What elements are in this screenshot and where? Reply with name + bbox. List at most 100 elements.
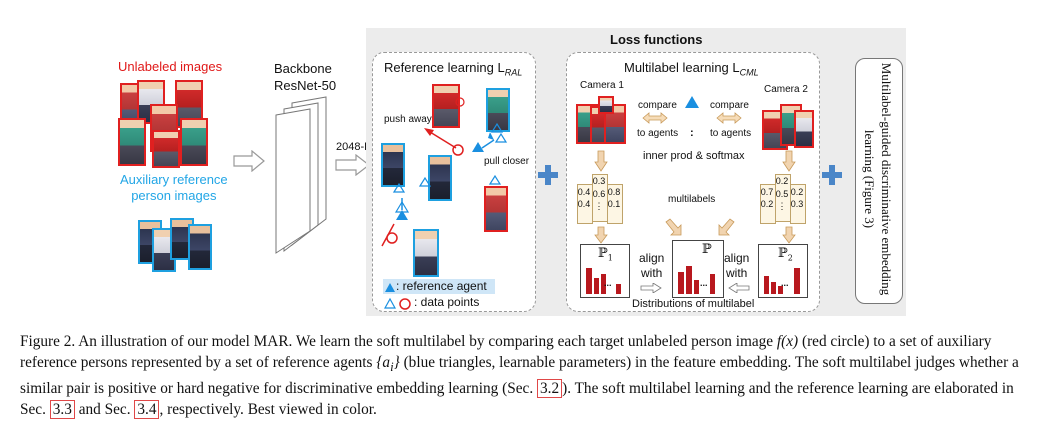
align-label: align: [639, 251, 665, 265]
pull-closer-label: pull closer: [484, 156, 530, 167]
align-arrow-right-icon: [640, 283, 662, 293]
embedded-person-image: [484, 186, 508, 232]
caption-part4: ). The soft multilabel learning and the …: [20, 380, 1014, 419]
multilabel-card: [607, 184, 623, 224]
diagonal-arrow-icon: [665, 218, 682, 236]
caption-part6: , respectively. Best viewed in color.: [159, 401, 377, 419]
p1-symbol: ℙ: [598, 246, 608, 261]
backbone-network-icon: [275, 96, 327, 254]
plus-icon-v: [829, 165, 835, 185]
data-point-icon: [452, 144, 464, 156]
multilabel-learning-text: Multilabel learning L: [624, 60, 740, 75]
camera1-label: Camera 1: [580, 80, 624, 91]
multilabel-learning-subscript: CML: [739, 67, 759, 78]
multilabel-value: 0.2: [790, 187, 804, 197]
auxiliary-label-line2: person images: [131, 188, 217, 203]
backbone-model: ResNet-50: [274, 78, 337, 93]
unlabeled-person-image: [180, 118, 208, 166]
feature-dim-label: 2048-D: [336, 141, 373, 153]
p2-symbol: ℙ: [778, 246, 788, 261]
section-link-3-3[interactable]: 3.3: [49, 400, 75, 420]
loss-functions-title: Loss functions: [610, 32, 703, 47]
distributions-label: Distributions of multilabel: [632, 298, 755, 310]
figure-caption: Figure 2. An illustration of our model M…: [20, 331, 1030, 420]
push-away-label: push away: [384, 114, 432, 125]
legend-agent-icon: [385, 283, 395, 292]
to-agents-label-right: to agents: [710, 128, 752, 139]
multilabel-value: 0.7: [760, 187, 774, 197]
pull-arrow-line: [481, 139, 495, 149]
distribution-p2-bars: [764, 268, 800, 294]
multilabel-value: 0.3: [592, 176, 606, 186]
inner-prod-label: inner prod & softmax: [643, 150, 745, 162]
unlabeled-person-image: [118, 118, 146, 166]
embedded-person-image: [428, 155, 452, 201]
multilabel-learning-title: Multilabel learning LCML: [624, 60, 759, 78]
caption-part5: and Sec.: [74, 401, 135, 419]
push-arrow-head-icon: [424, 128, 434, 136]
distribution-p1-bars: [586, 268, 621, 294]
pull-arrow-head-icon: [488, 132, 494, 140]
plus-icon-v: [545, 165, 551, 185]
down-arrow-icon: [782, 150, 796, 172]
data-point-icon: [455, 97, 465, 107]
multilabels-label: multilabels: [668, 194, 716, 205]
multilabel-value: ⋮: [777, 201, 787, 211]
discriminative-embedding-label: Multilabel-guided discriminative embeddi…: [862, 62, 894, 296]
reference-learning-subscript: RAL: [504, 67, 523, 78]
backbone-title: Backbone: [274, 61, 332, 76]
with-label: with: [641, 266, 663, 280]
caption-ai: {ai}: [376, 354, 399, 375]
reference-agent-icon: [396, 210, 408, 220]
push-arrow-line: [429, 131, 457, 149]
caption-fx: f(x): [776, 333, 799, 350]
multilabel-card: [790, 184, 806, 224]
input-arrow-icon: [233, 150, 265, 172]
bars-ellipsis: ...: [604, 278, 612, 288]
compare-label-right: compare: [710, 100, 749, 111]
unlabeled-images-label: Unlabeled images: [118, 59, 223, 74]
section-link-3-2[interactable]: 3.2: [536, 379, 563, 399]
down-arrow-icon: [594, 150, 608, 172]
p1-label: ℙ1: [598, 246, 613, 263]
multilabel-value: 0.2: [775, 176, 789, 186]
multilabel-value: 0.3: [790, 199, 804, 209]
legend-points-label: : data points: [414, 295, 480, 309]
align-with-left: align with: [639, 251, 664, 281]
legend-agent-highlight: [383, 279, 495, 294]
caption-ai-sub: i: [390, 360, 394, 375]
p2-label: ℙ2: [778, 246, 793, 263]
compare-arrow-left-icon: [642, 112, 668, 124]
feature-arrow-icon: [335, 154, 370, 176]
multilabel-value: 0.4: [577, 199, 591, 209]
multilabel-value: 0.6: [592, 189, 606, 199]
discriminative-embedding-box: [855, 58, 903, 304]
agent-triangle-icon: [685, 96, 699, 108]
auxiliary-label-line1: Auxiliary reference: [120, 172, 228, 187]
caption-part3: (blue triangles, learnable parameters) i…: [20, 354, 1019, 398]
p1-subscript: 1: [607, 253, 613, 263]
to-agents-label-left: to agents: [637, 128, 679, 139]
embedded-person-image: [381, 143, 405, 187]
auxiliary-images-label: Auxiliary reference person images: [120, 172, 228, 204]
down-arrow-icon: [782, 226, 796, 244]
bars-ellipsis: ...: [781, 278, 789, 288]
data-point-triangle-icon: [494, 132, 508, 143]
p2-subscript: 2: [787, 253, 793, 263]
data-point-triangle-icon: [490, 122, 504, 133]
down-arrow-icon: [594, 226, 608, 244]
data-point-triangle-icon: [488, 174, 502, 185]
reference-agent-icon: [472, 142, 484, 152]
embedding-space-sketch: [381, 97, 508, 247]
data-point-triangle-icon: [418, 176, 432, 187]
camera2-person-image: [794, 110, 814, 148]
data-point-icon: [386, 232, 398, 244]
multilabel-value: 0.2: [760, 199, 774, 209]
compare-label-left: compare: [638, 100, 677, 111]
section-link-3-4[interactable]: 3.4: [134, 400, 160, 420]
agents-dots-label: :: [690, 127, 694, 139]
data-point-triangle-icon: [392, 182, 406, 193]
embedded-person-image: [413, 229, 439, 277]
camera2-label: Camera 2: [764, 84, 808, 95]
multilabel-value: 0.8: [607, 187, 621, 197]
